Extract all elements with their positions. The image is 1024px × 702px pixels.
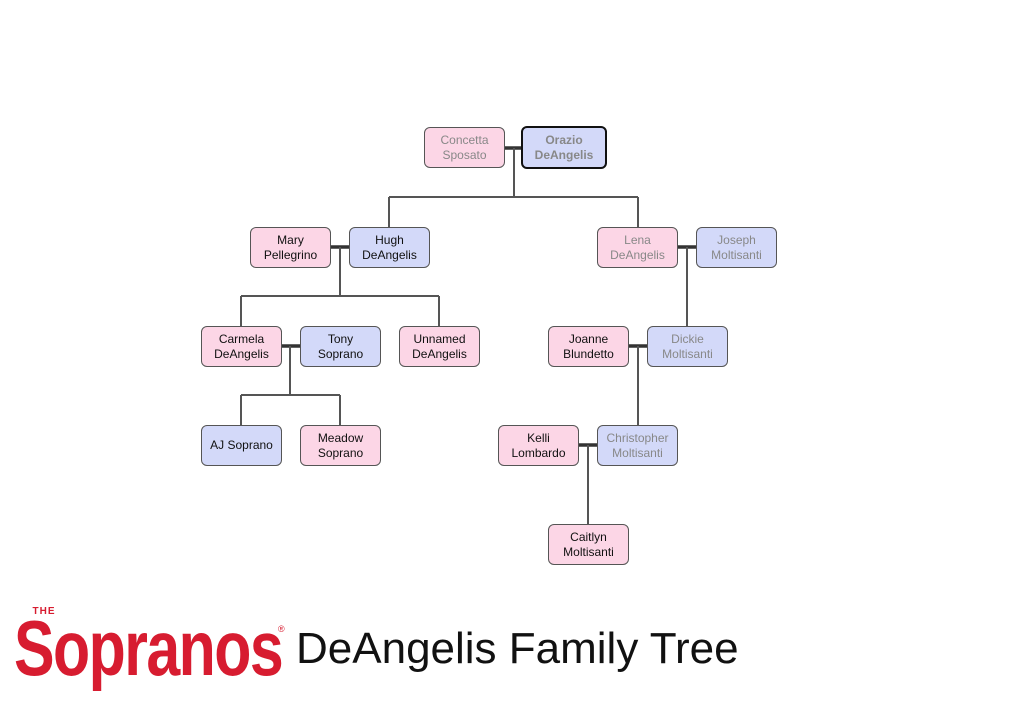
branch-hugh-children bbox=[240, 247, 440, 326]
logo-the: THE bbox=[32, 606, 56, 617]
last-name: DeAngelis bbox=[534, 147, 594, 162]
last-name: Moltisanti bbox=[711, 247, 762, 262]
first-name: Christopher bbox=[606, 430, 669, 445]
branch-tony-children bbox=[240, 346, 341, 425]
first-name: Tony bbox=[327, 331, 354, 346]
last-name: DeAngelis bbox=[362, 247, 417, 262]
last-name: Pellegrino bbox=[263, 247, 318, 262]
last-name: Soprano bbox=[317, 445, 364, 460]
first-name: Unnamed bbox=[413, 331, 466, 346]
last-name: Blundetto bbox=[563, 346, 614, 361]
last-name: DeAngelis bbox=[610, 247, 665, 262]
logo-wordmark: Sopranos bbox=[14, 604, 284, 692]
last-name: Lombardo bbox=[511, 445, 566, 460]
first-name: Dickie bbox=[671, 331, 704, 346]
last-name: Moltisanti bbox=[563, 544, 614, 559]
first-name: Joanne bbox=[568, 331, 609, 346]
first-name: Meadow bbox=[317, 430, 364, 445]
first-name: Mary bbox=[277, 232, 304, 247]
branch-orazio-children bbox=[388, 148, 639, 227]
first-name: Carmela bbox=[218, 331, 265, 346]
last-name: DeAngelis bbox=[214, 346, 269, 361]
first-name: Hugh bbox=[375, 232, 404, 247]
last-name: Soprano bbox=[317, 346, 364, 361]
first-name: Orazio bbox=[545, 132, 583, 147]
first-name: Joseph bbox=[717, 232, 756, 247]
first-name: AJ Soprano bbox=[210, 438, 273, 452]
first-name: Kelli bbox=[527, 430, 550, 445]
sopranos-logo: THE Sopranos ® bbox=[14, 606, 285, 688]
page-title: DeAngelis Family Tree bbox=[296, 624, 739, 673]
first-name: Concetta bbox=[440, 132, 489, 147]
last-name: Sposato bbox=[442, 147, 487, 162]
registered-mark: ® bbox=[278, 624, 285, 634]
first-name: Lena bbox=[624, 232, 651, 247]
last-name: DeAngelis bbox=[412, 346, 467, 361]
last-name: Moltisanti bbox=[612, 445, 663, 460]
last-name: Moltisanti bbox=[662, 346, 713, 361]
person-aj-soprano: AJ Soprano bbox=[201, 425, 282, 466]
first-name: Caitlyn bbox=[570, 529, 607, 544]
